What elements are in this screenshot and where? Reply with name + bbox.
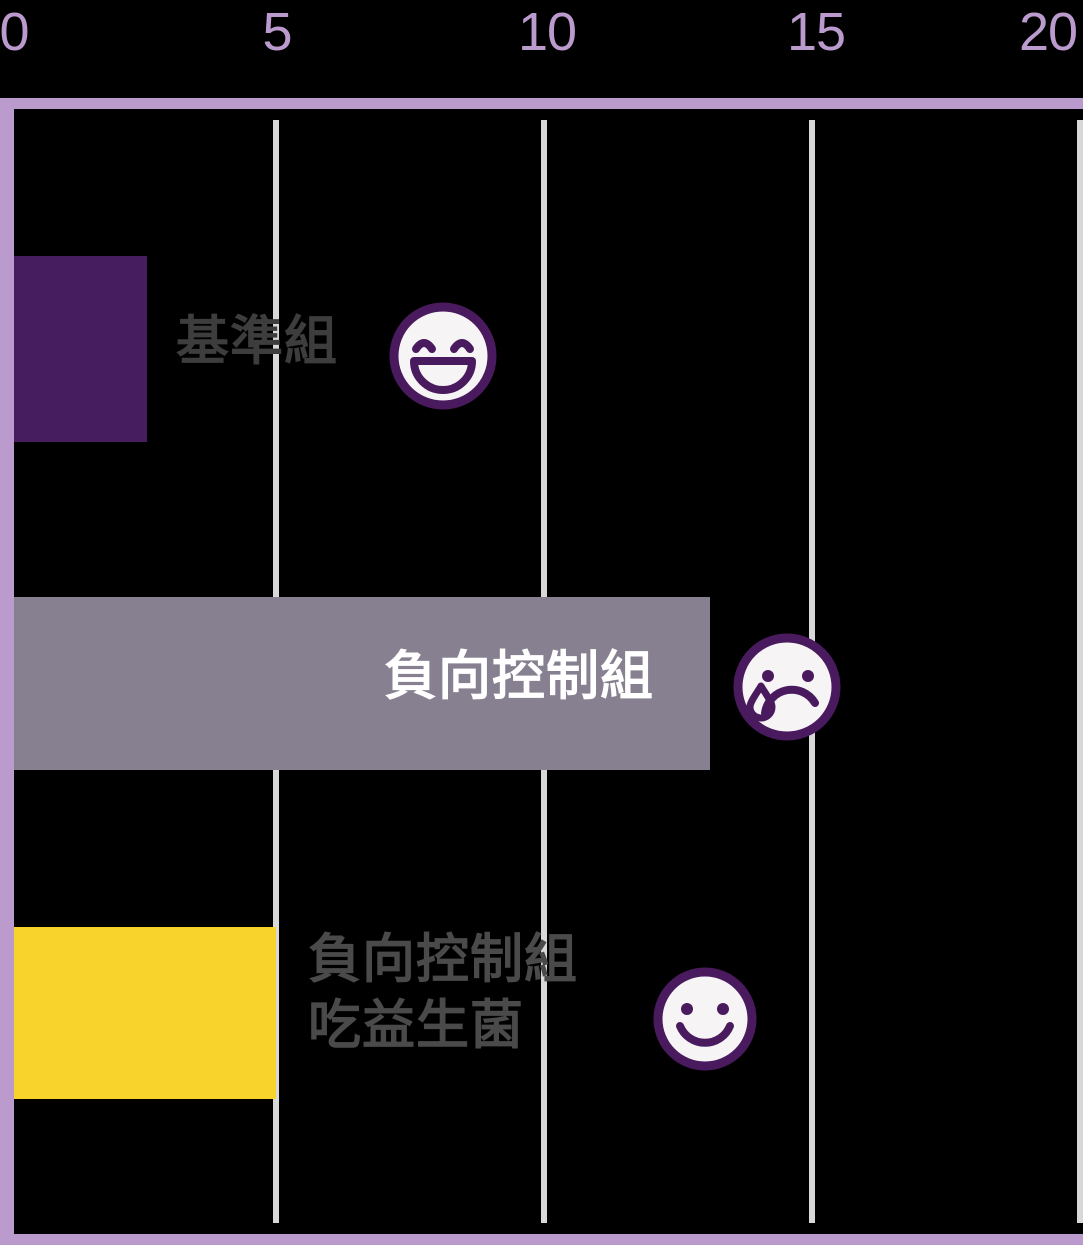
smiley-face-icon (650, 964, 760, 1074)
x-tick-10: 10 (517, 2, 577, 62)
happy-open-smile-icon (386, 299, 500, 413)
bar-negative-control[interactable] (8, 597, 711, 770)
x-tick-15: 15 (786, 2, 846, 62)
x-axis-tick-labels: 0 5 10 15 20 (0, 0, 1083, 98)
bar-label-negative-control: 負向控制組 (384, 646, 654, 707)
plot-area: 基準組 負向控制組 (0, 98, 1083, 1245)
bar-label-baseline: 基準組 (176, 311, 338, 372)
crying-sad-face-icon (730, 630, 844, 744)
bar-baseline[interactable] (8, 256, 148, 442)
gridline-20 (1077, 120, 1083, 1223)
bar-label-probiotic: 負向控制組 吃益生菌 (308, 929, 578, 1056)
x-tick-0: 0 (0, 2, 30, 62)
bar-probiotic[interactable] (8, 927, 276, 1099)
x-tick-5: 5 (262, 2, 292, 62)
y-axis-spine (0, 98, 14, 1245)
x-tick-20: 20 (1018, 2, 1078, 62)
